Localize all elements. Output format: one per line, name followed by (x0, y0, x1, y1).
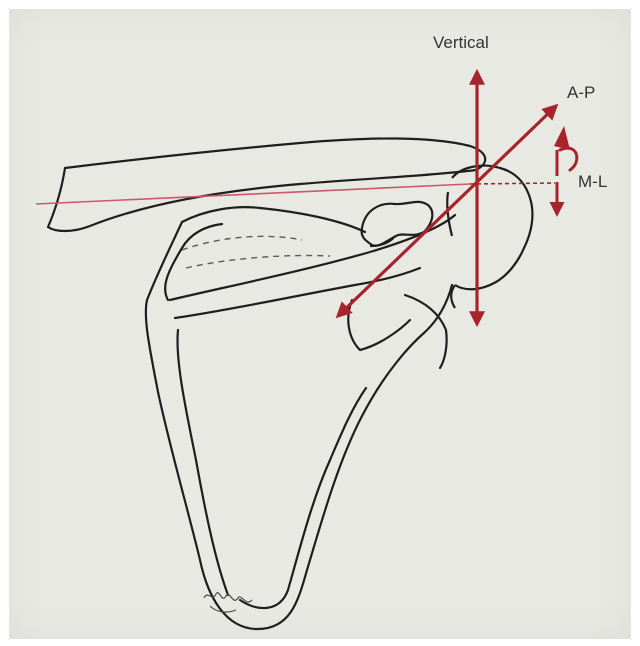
dashed-contours (182, 236, 330, 268)
ml-axis-label: M-L (578, 172, 607, 192)
coracoid-process (362, 202, 433, 246)
acromion-glenoid (447, 166, 532, 308)
ml-axis-line (36, 184, 470, 204)
ml-axis-dashed (470, 183, 555, 184)
vertical-axis-label: Vertical (433, 33, 489, 53)
curved-rotation-arrow-icon (554, 126, 577, 214)
ap-axis-label: A-P (567, 83, 595, 103)
scapula-outline (146, 207, 455, 629)
clavicle (48, 138, 485, 231)
